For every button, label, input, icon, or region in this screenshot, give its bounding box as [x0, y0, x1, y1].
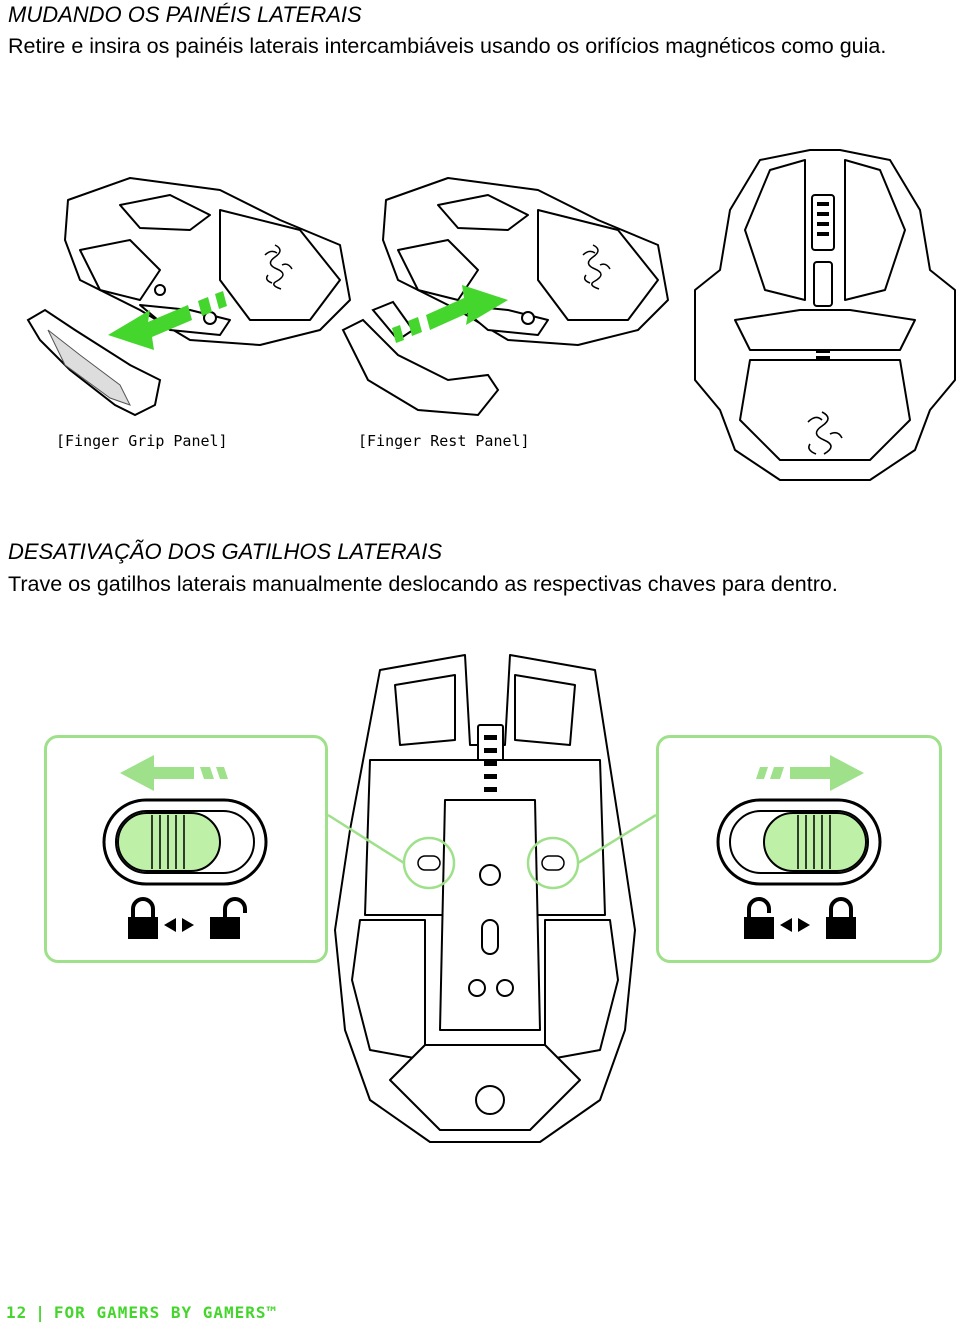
mouse-bottom-view-illustration: [327, 654, 657, 1143]
switch-zoom-panel-right: [656, 735, 942, 963]
page-footer: 12 | FOR GAMERS BY GAMERS™: [6, 1303, 277, 1322]
section-body-side-panels: Retire e insira os painéis laterais inte…: [8, 34, 887, 58]
unlock-icon: [210, 897, 247, 939]
section-heading-side-triggers: DESATIVAÇÃO DOS GATILHOS LATERAIS: [8, 539, 442, 564]
razer-logo-icon: [582, 244, 611, 290]
caption-finger-grip-panel: [Finger Grip Panel]: [56, 432, 228, 450]
trigger-switch-left[interactable]: [117, 812, 221, 872]
finger-grip-panel: [26, 308, 162, 417]
mouse-illustration-rest-panel: [Finger Rest Panel]: [341, 177, 669, 450]
mouse-top-view-illustration: [694, 149, 956, 481]
razer-logo-icon: [807, 411, 843, 455]
switch-zoom-panel-left: [44, 735, 328, 963]
switch-detail-left: [102, 755, 268, 939]
arrow-left-small-icon: [780, 918, 792, 932]
footer-separator: |: [35, 1303, 46, 1322]
section-body-side-triggers: Trave os gatilhos laterais manualmente d…: [8, 572, 838, 596]
caption-finger-rest-panel: [Finger Rest Panel]: [358, 432, 530, 450]
trigger-switch-right[interactable]: [763, 812, 867, 872]
arrow-left-icon: [120, 755, 228, 791]
lock-icon: [128, 897, 158, 939]
switch-detail-right: [716, 755, 882, 939]
arrow-right-small-icon: [182, 918, 194, 932]
footer-tagline: FOR GAMERS BY GAMERS™: [53, 1303, 278, 1322]
unlock-icon: [744, 897, 774, 939]
page-number: 12: [6, 1303, 28, 1322]
mouse-illustration-grip-panel: [Finger Grip Panel]: [26, 177, 351, 450]
arrow-left-small-icon: [164, 918, 176, 932]
arrow-out-icon: [108, 291, 227, 350]
section-heading-side-panels: MUDANDO OS PAINÉIS LATERAIS: [8, 2, 362, 27]
lock-icon: [826, 897, 856, 939]
arrow-right-icon: [756, 755, 864, 791]
arrow-right-small-icon: [798, 918, 810, 932]
arrow-in-icon: [392, 285, 508, 343]
razer-logo-icon: [264, 244, 293, 290]
